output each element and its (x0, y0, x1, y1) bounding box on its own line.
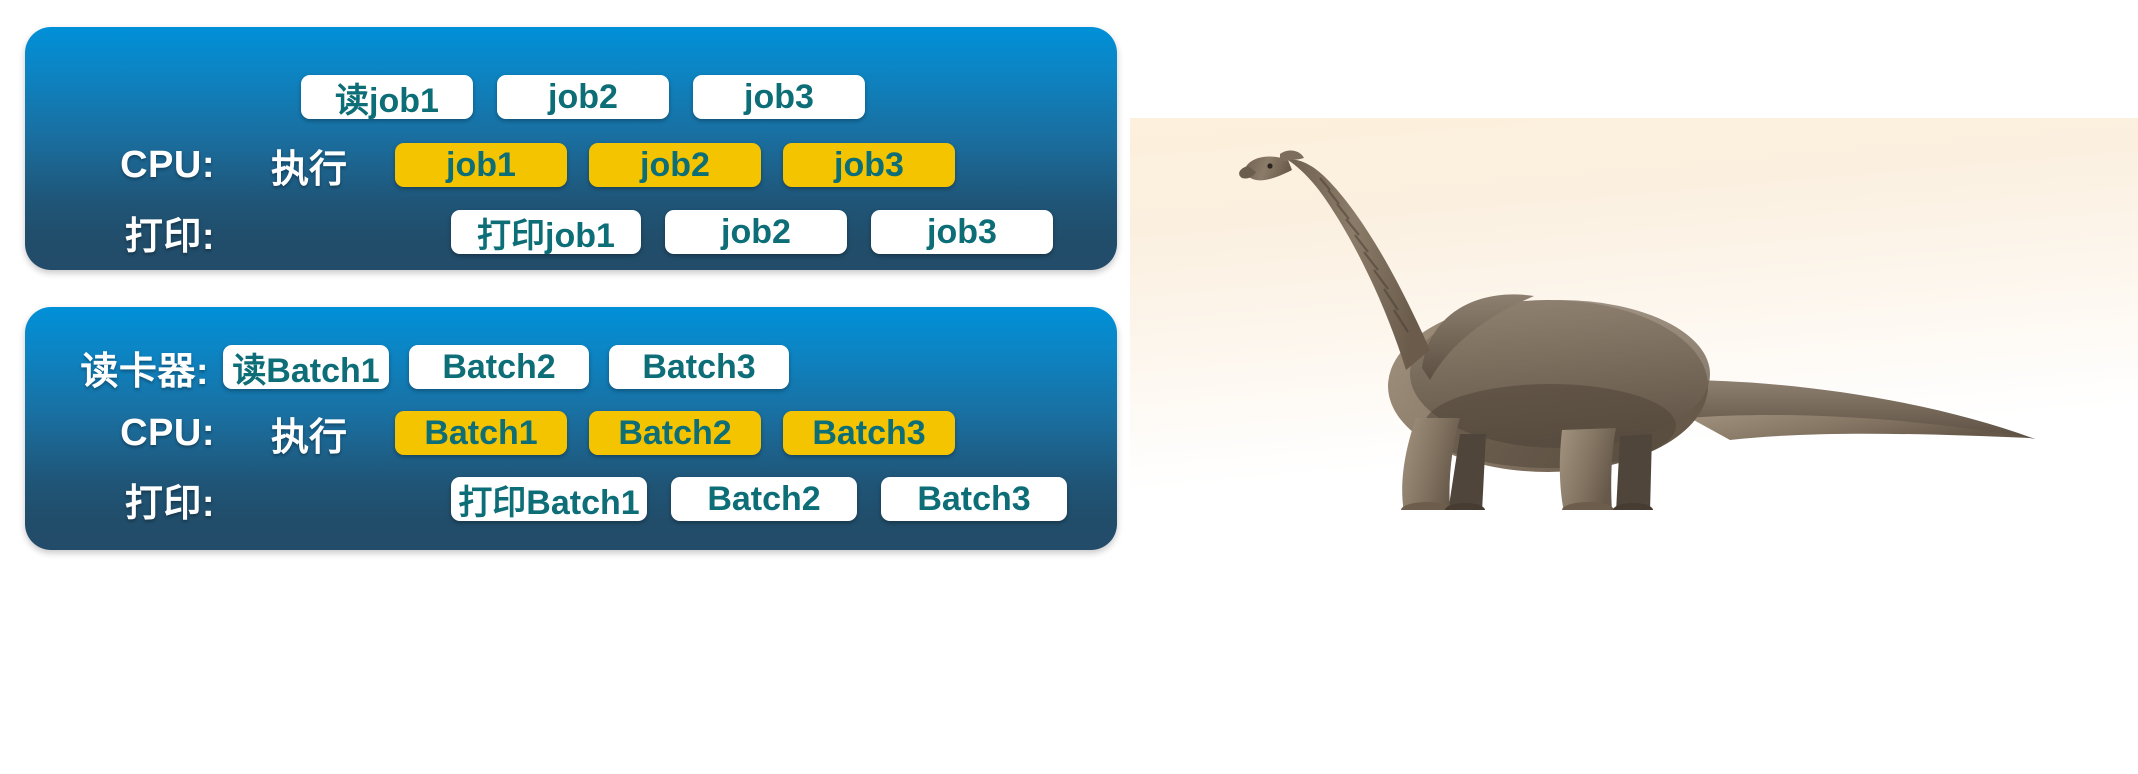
chip-group-batch-read: 读Batch1 Batch2 Batch3 (223, 345, 789, 390)
chip-exec-batch1[interactable]: Batch1 (395, 411, 567, 455)
chip-print-batch2[interactable]: Batch2 (671, 477, 857, 521)
chip-exec-batch2[interactable]: Batch2 (589, 411, 761, 455)
chip-group-jobs-read: 读job1 job2 job3 (301, 75, 865, 120)
chip-exec-job1[interactable]: job1 (395, 143, 567, 187)
row-batch-print: 打印: 打印Batch1 Batch2 Batch3 (25, 471, 1117, 527)
chip-print-job1[interactable]: 打印job1 (451, 210, 641, 255)
panel-batch: 读卡器: 读Batch1 Batch2 Batch3 CPU: 执行 Batch… (25, 307, 1117, 550)
row-label-jobs-print: 打印: (124, 215, 215, 258)
chip-print-batch3[interactable]: Batch3 (881, 477, 1067, 521)
row-batch-cardreader: 读卡器: 读Batch1 Batch2 Batch3 (25, 339, 1117, 395)
row-jobs-cpu: CPU: 执行 job1 job2 job3 (25, 137, 1117, 193)
chip-read-job1[interactable]: 读job1 (301, 75, 473, 120)
panel-jobs: 读job1 job2 job3 CPU: 执行 job1 job2 job3 打… (25, 27, 1117, 270)
chip-read-batch3[interactable]: Batch3 (609, 345, 789, 389)
chip-read-job3[interactable]: job3 (693, 75, 865, 119)
chip-group-batch-print: 打印Batch1 Batch2 Batch3 (451, 477, 1067, 522)
chip-print-job3[interactable]: job3 (871, 210, 1053, 254)
chip-group-jobs-print: 打印job1 job2 job3 (451, 210, 1053, 255)
row-label-batch-print: 打印: (124, 482, 215, 525)
row-label-batch-cpu: CPU: (120, 411, 215, 454)
row-verb-batch-cpu: 执行 (270, 416, 347, 459)
chip-exec-batch3[interactable]: Batch3 (783, 411, 955, 455)
chip-read-batch2[interactable]: Batch2 (409, 345, 589, 389)
chip-exec-job3[interactable]: job3 (783, 143, 955, 187)
chip-group-jobs-cpu: job1 job2 job3 (395, 143, 955, 187)
brachiosaurus-icon (1239, 150, 2035, 510)
chip-read-job2[interactable]: job2 (497, 75, 669, 119)
row-label-jobs-cpu: CPU: (120, 143, 215, 186)
row-jobs-read: 读job1 job2 job3 (25, 69, 1117, 125)
chip-exec-job2[interactable]: job2 (589, 143, 761, 187)
chip-group-batch-cpu: Batch1 Batch2 Batch3 (395, 411, 955, 455)
row-verb-jobs-cpu: 执行 (270, 148, 347, 191)
row-jobs-print: 打印: 打印job1 job2 job3 (25, 204, 1117, 260)
row-batch-cpu: CPU: 执行 Batch1 Batch2 Batch3 (25, 405, 1117, 461)
row-label-batch-cardreader: 读卡器: (80, 350, 209, 393)
chip-read-batch1[interactable]: 读Batch1 (223, 345, 389, 390)
dinosaur-illustration (1130, 118, 2138, 510)
chip-print-job2[interactable]: job2 (665, 210, 847, 254)
chip-print-batch1[interactable]: 打印Batch1 (451, 477, 647, 522)
